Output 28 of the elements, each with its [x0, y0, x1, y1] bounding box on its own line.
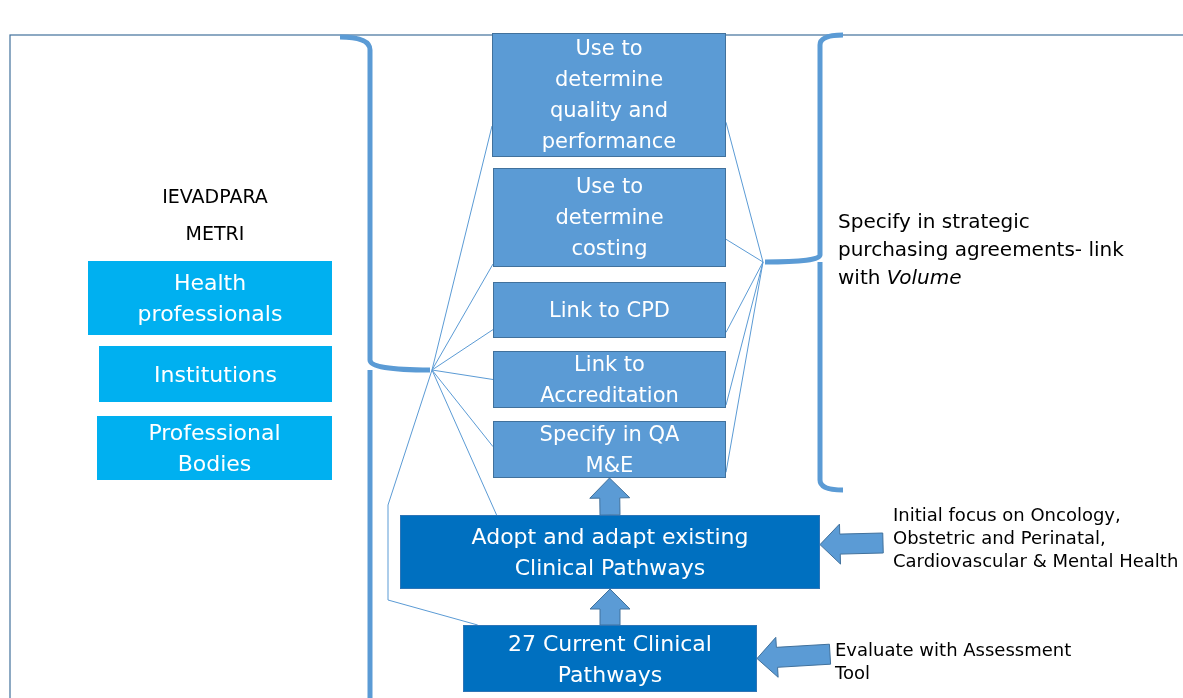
process-box: 27 Current Clinical Pathways	[463, 625, 757, 692]
category-box: Professional Bodies	[97, 416, 332, 480]
connector-line	[431, 369, 494, 380]
connector-line	[725, 121, 764, 263]
block-arrow	[589, 588, 631, 626]
note-text: Evaluate with Assessment Tool	[835, 638, 1105, 692]
process-box: Use to determine costing	[493, 168, 726, 267]
process-box: Link to Accreditation	[493, 351, 726, 408]
connector-line	[431, 263, 494, 371]
connector-line	[431, 125, 493, 371]
category-box: Health professionals	[88, 261, 332, 335]
process-box: Use to determine quality and performance	[492, 33, 726, 157]
category-box: Institutions	[99, 346, 332, 402]
annotation-text: Specify in strategic purchasing agreements- link with Volume	[838, 208, 1125, 291]
connector-line	[725, 238, 764, 263]
connector-line	[387, 369, 479, 626]
heading-text: IEVADPARA METRI	[161, 184, 269, 246]
note-text: Initial focus on Oncology, Obstetric and Perinatal, Cardiovascular & Mental Health	[893, 503, 1181, 603]
connector-line	[431, 329, 494, 371]
connector-line	[431, 369, 494, 448]
block-arrow	[819, 523, 884, 565]
connector-line	[725, 261, 764, 333]
process-box: Adopt and adapt existing Clinical Pathways	[400, 515, 820, 589]
process-box: Specify in QA M&E	[493, 421, 726, 478]
block-arrow	[589, 477, 631, 516]
process-box: Link to CPD	[493, 282, 726, 338]
block-arrow	[756, 636, 832, 678]
connector-line	[431, 369, 498, 516]
